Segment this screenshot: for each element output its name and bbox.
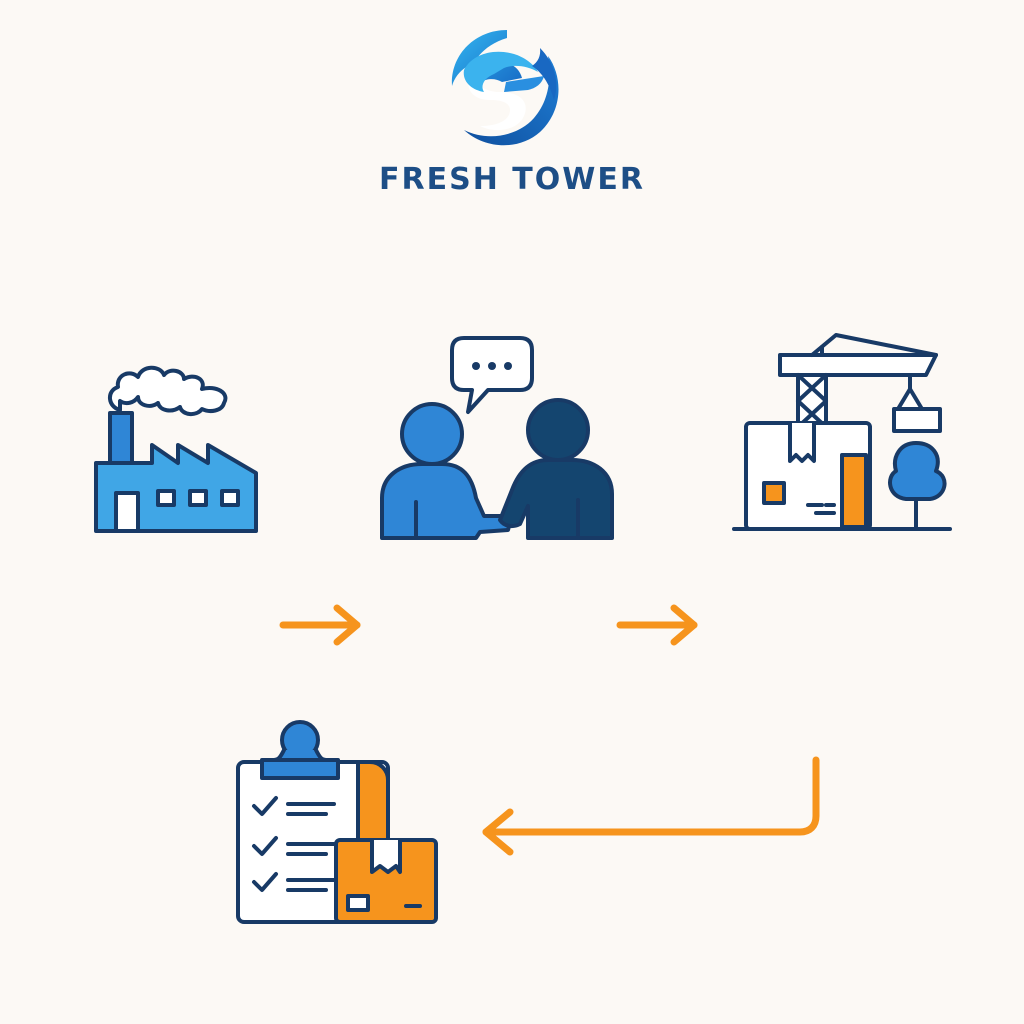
step-partnership	[372, 330, 622, 545]
step-checklist	[230, 710, 445, 930]
step-factory	[90, 345, 265, 545]
return-arrow-icon	[482, 756, 820, 856]
arrow-step3-to-step4	[470, 750, 830, 860]
factory-icon	[94, 365, 258, 533]
brand-name: FRESH TOWER	[379, 162, 645, 197]
arrow-right-icon	[279, 604, 361, 646]
arrow-step1-to-step2	[275, 600, 370, 650]
warehouse-crane-icon	[732, 333, 952, 531]
brand-logo	[444, 26, 570, 152]
arrow-right-icon	[616, 604, 698, 646]
fresh-tower-swirl-logo-icon	[451, 30, 559, 146]
handshake-icon	[380, 336, 614, 540]
step-warehouse	[730, 325, 955, 540]
checklist-package-icon	[236, 720, 438, 924]
arrow-step2-to-step3	[612, 600, 707, 650]
